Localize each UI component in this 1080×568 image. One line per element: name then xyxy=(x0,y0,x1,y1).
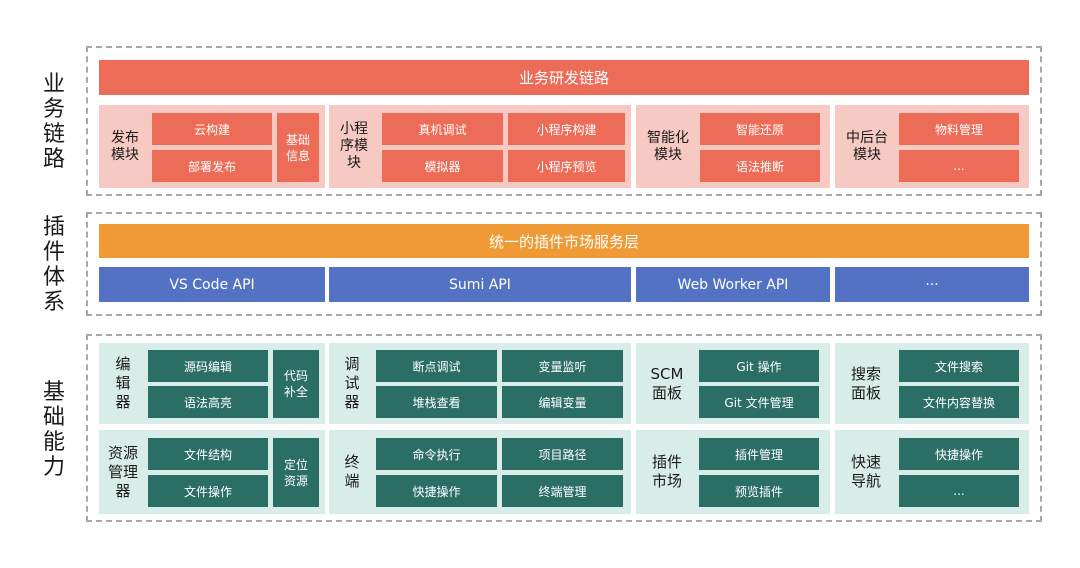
intelligence-module-label: 智能化 模块 xyxy=(647,129,689,163)
project-path-box: 项目路径 xyxy=(502,438,623,470)
plugin-section xyxy=(86,212,1042,316)
locate-resource-box: 定位 资源 xyxy=(273,438,319,507)
midbackend-module-label: 中后台 模块 xyxy=(846,129,888,163)
plugin-market-label: 插件 市场 xyxy=(651,453,682,490)
material-management-box: 物料管理 xyxy=(899,113,1019,145)
smart-restore-box: 智能还原 xyxy=(700,113,820,145)
deploy-publish-box: 部署发布 xyxy=(152,150,272,182)
explorer-label: 资源 管理 器 xyxy=(107,443,138,500)
miniprogram-build-box: 小程序构建 xyxy=(508,113,625,145)
scm-label: SCM 面板 xyxy=(650,364,684,402)
file-search-box: 文件搜索 xyxy=(899,350,1019,382)
git-file-management-box: Git 文件管理 xyxy=(699,386,819,418)
source-edit-box: 源码编辑 xyxy=(148,350,268,382)
web-worker-api-box: Web Worker API xyxy=(636,267,830,302)
device-debug-box: 真机调试 xyxy=(382,113,503,145)
file-operation-box: 文件操作 xyxy=(148,475,268,507)
preview-plugin-box: 预览插件 xyxy=(699,475,819,507)
shortcut-operation-box: 快捷操作 xyxy=(899,438,1019,470)
side-title-business: 业务 链路 xyxy=(42,72,65,172)
business-section xyxy=(86,46,1042,196)
editor-label: 编 辑 器 xyxy=(115,355,131,411)
syntax-highlight-box: 语法高亮 xyxy=(148,386,268,418)
basic-info-box: 基础 信息 xyxy=(277,113,319,182)
more-nav-box: ... xyxy=(899,475,1019,507)
side-title-plugin: 插件 体系 xyxy=(42,215,65,315)
stack-view-box: 堆栈查看 xyxy=(376,386,497,418)
quick-nav-label: 快速 导航 xyxy=(850,453,881,490)
miniprogram-preview-box: 小程序预览 xyxy=(508,150,625,182)
simulator-box: 模拟器 xyxy=(382,150,503,182)
file-structure-box: 文件结构 xyxy=(148,438,268,470)
base-section xyxy=(86,334,1042,522)
debugger-label: 调 试 器 xyxy=(344,355,360,411)
cloud-build-box: 云构建 xyxy=(152,113,272,145)
variable-watch-box: 变量监听 xyxy=(502,350,623,382)
more-business-box: ... xyxy=(899,150,1019,182)
edit-variable-box: 编辑变量 xyxy=(502,386,623,418)
syntax-inference-box: 语法推断 xyxy=(700,150,820,182)
vscode-api-box: VS Code API xyxy=(99,267,325,302)
miniprogram-module-label: 小程 序模 块 xyxy=(340,121,368,171)
business-header: 业务研发链路 xyxy=(99,60,1029,95)
file-content-replace-box: 文件内容替换 xyxy=(899,386,1019,418)
terminal-management-box: 终端管理 xyxy=(502,475,623,507)
side-title-base: 基础 能力 xyxy=(42,380,65,480)
breakpoint-debug-box: 断点调试 xyxy=(376,350,497,382)
code-completion-box: 代码 补全 xyxy=(273,350,319,418)
git-operation-box: Git 操作 xyxy=(699,350,819,382)
sumi-api-box: Sumi API xyxy=(329,267,631,302)
terminal-shortcut-box: 快捷操作 xyxy=(376,475,497,507)
terminal-label: 终 端 xyxy=(344,453,360,490)
plugin-header: 统一的插件市场服务层 xyxy=(99,224,1029,258)
command-exec-box: 命令执行 xyxy=(376,438,497,470)
search-label: 搜索 面板 xyxy=(850,364,881,402)
plugin-management-box: 插件管理 xyxy=(699,438,819,470)
more-api-box: ··· xyxy=(835,267,1029,302)
publish-module-label: 发布 模块 xyxy=(111,129,139,163)
